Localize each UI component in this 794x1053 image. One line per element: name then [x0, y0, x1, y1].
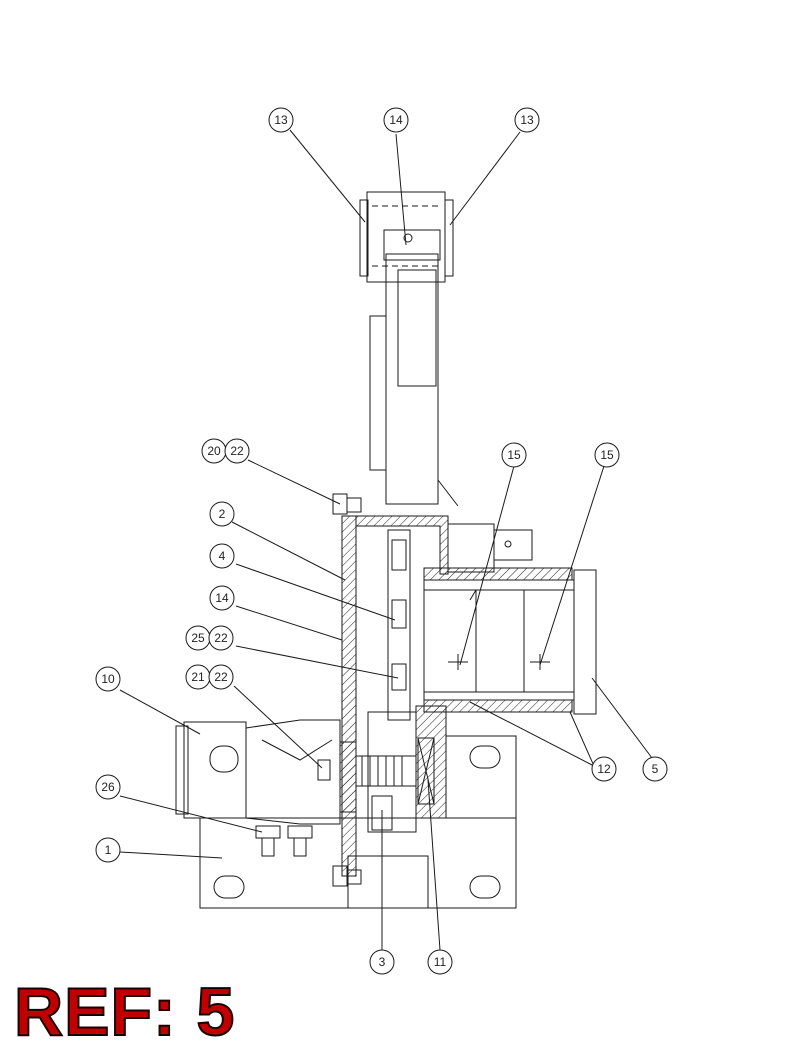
- svg-text:25: 25: [191, 631, 205, 645]
- svg-text:22: 22: [214, 670, 228, 684]
- callout-22: 22: [208, 625, 234, 651]
- svg-text:26: 26: [101, 780, 115, 794]
- svg-text:12: 12: [597, 762, 611, 776]
- svg-text:3: 3: [379, 955, 386, 969]
- callout-1: 1: [95, 837, 121, 863]
- reference-label: REF: 5: [13, 974, 236, 1050]
- svg-text:21: 21: [191, 670, 205, 684]
- callout-15: 15: [594, 442, 620, 468]
- callout-13: 13: [268, 107, 294, 133]
- callout-2: 2: [209, 501, 235, 527]
- callout-10: 10: [95, 666, 121, 692]
- svg-text:4: 4: [219, 549, 226, 563]
- svg-text:2: 2: [219, 507, 226, 521]
- leader-lines: [119, 129, 653, 951]
- callout-25: 25: [185, 625, 211, 651]
- callout-20: 20: [201, 438, 227, 464]
- drawing-geometry: [175, 191, 597, 909]
- callout-26: 26: [95, 774, 121, 800]
- callout-14: 14: [383, 107, 409, 133]
- svg-text:5: 5: [652, 762, 659, 776]
- callout-22: 22: [208, 664, 234, 690]
- svg-text:1: 1: [105, 843, 112, 857]
- svg-text:20: 20: [207, 444, 221, 458]
- callout-12: 12: [591, 756, 617, 782]
- svg-text:14: 14: [389, 113, 403, 127]
- callout-4: 4: [209, 543, 235, 569]
- callout-balloons: 13 14 13 20 22 15 15 2: [95, 107, 668, 975]
- svg-text:22: 22: [230, 444, 244, 458]
- svg-text:15: 15: [507, 448, 521, 462]
- svg-text:13: 13: [274, 113, 288, 127]
- callout-5: 5: [642, 756, 668, 782]
- svg-text:22: 22: [214, 631, 228, 645]
- callout-3: 3: [369, 949, 395, 975]
- svg-text:11: 11: [434, 955, 447, 969]
- callout-13: 13: [514, 107, 540, 133]
- svg-text:14: 14: [215, 591, 229, 605]
- callout-15: 15: [501, 442, 527, 468]
- callout-14: 14: [209, 585, 235, 611]
- callout-11: 11: [427, 949, 453, 975]
- svg-text:15: 15: [600, 448, 614, 462]
- svg-text:13: 13: [520, 113, 534, 127]
- callout-21: 21: [185, 664, 211, 690]
- callout-22: 22: [224, 438, 250, 464]
- svg-text:10: 10: [101, 672, 115, 686]
